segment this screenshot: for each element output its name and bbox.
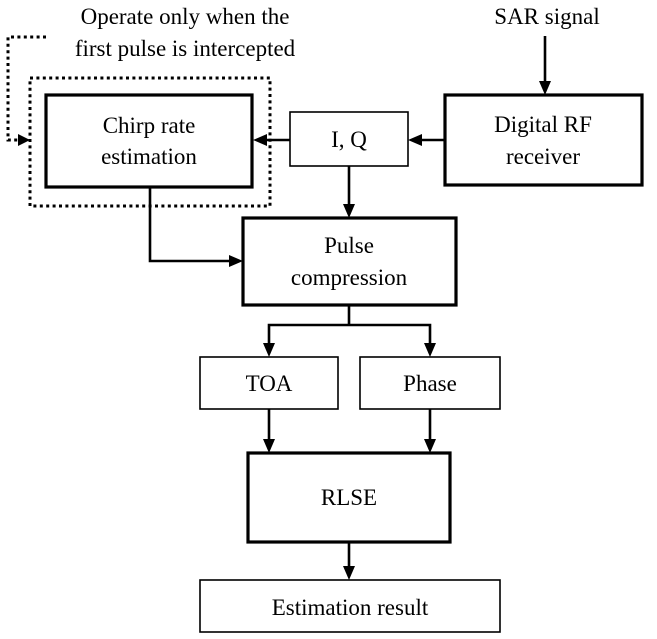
- arrow-iq-to-chirp-head: [253, 134, 267, 146]
- arrow-receiver-to-iq-head: [408, 134, 422, 146]
- chirp-rate-estimation-line-1: Chirp rate: [103, 113, 196, 138]
- arrow-sar-to-receiver-head: [539, 81, 551, 95]
- split-branch-line: [267, 323, 432, 344]
- iq-label: I, Q: [331, 127, 367, 152]
- arrow-toa-to-rlse-head: [263, 439, 275, 453]
- arrow-pulse-to-phase-head: [424, 343, 436, 357]
- feedback-dotted-path: [6, 35, 46, 142]
- toa-box: [199, 356, 339, 410]
- estimation-result-label: Estimation result: [272, 595, 429, 620]
- digital-rf-receiver-line-1: Digital RF: [494, 112, 592, 137]
- arrow-iq-to-pulse-head: [343, 204, 355, 218]
- chirp-rate-estimation-box: [44, 93, 254, 189]
- arrow-pulse-to-toa-head: [263, 343, 275, 357]
- digital-rf-receiver-box: [443, 93, 644, 187]
- note-line-2: first pulse is intercepted: [75, 36, 296, 61]
- pulse-compression-line-2: compression: [291, 265, 408, 290]
- arrow-chirp-to-pulse-line: [148, 187, 230, 263]
- iq-box: [289, 111, 409, 167]
- arrow-rlse-to-result-head: [343, 566, 355, 580]
- note-line-1: Operate only when the: [81, 4, 290, 29]
- arrow-phase-to-rlse-head: [424, 439, 436, 453]
- pulse-compression-box: [241, 216, 458, 307]
- arrow-chirp-to-pulse-head: [229, 255, 243, 267]
- pulse-compression-line-1: Pulse: [324, 233, 374, 258]
- estimation-result-box: [199, 579, 501, 633]
- rlse-label: RLSE: [321, 485, 377, 510]
- toa-label: TOA: [246, 371, 293, 396]
- feedback-arrowhead: [18, 134, 30, 146]
- input-label-sar-signal: SAR signal: [494, 4, 599, 29]
- phase-label: Phase: [403, 371, 457, 396]
- rlse-box: [246, 451, 452, 544]
- chirp-rate-estimation-line-2: estimation: [101, 144, 197, 169]
- digital-rf-receiver-line-2: receiver: [506, 144, 580, 169]
